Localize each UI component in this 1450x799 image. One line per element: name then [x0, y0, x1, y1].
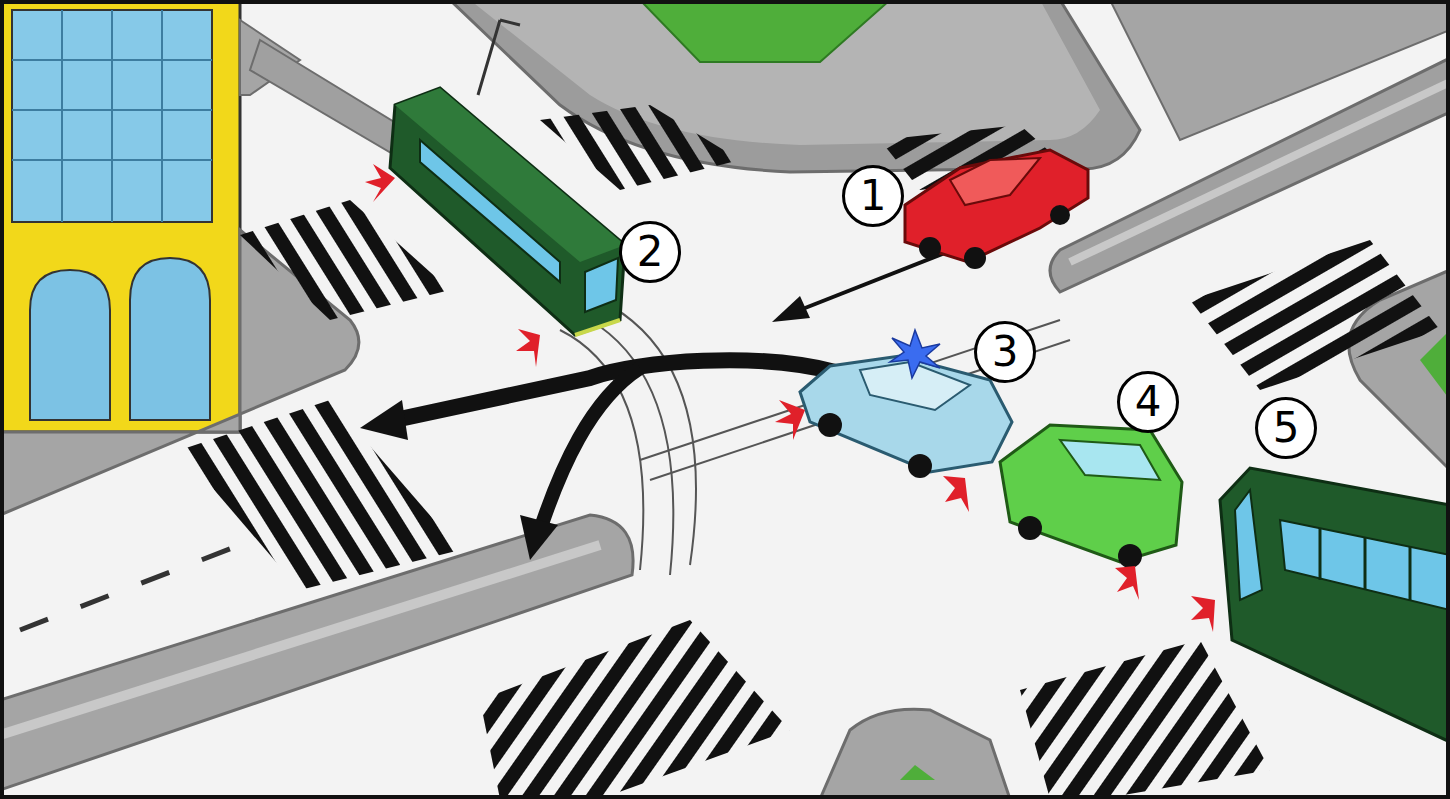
building-glass: [12, 10, 212, 222]
building-arch: [130, 258, 210, 420]
lawn: [640, 0, 890, 62]
median-strip: [1050, 58, 1450, 292]
lawn: [1420, 330, 1450, 400]
car: [905, 150, 1088, 269]
crosswalk: [540, 105, 740, 190]
lawn: [900, 765, 935, 780]
crosswalk: [1020, 640, 1270, 799]
car: [1000, 425, 1182, 568]
crosswalk: [240, 200, 450, 320]
callout-number: 3: [974, 321, 1036, 383]
crosswalk: [180, 400, 460, 590]
callout-number: 5: [1255, 397, 1317, 459]
callout-number: 1: [842, 165, 904, 227]
sidewalk: [820, 709, 1010, 799]
tram: [390, 20, 625, 335]
bus: [1220, 468, 1450, 742]
median-strip: [1070, 82, 1450, 262]
building-glass: [12, 10, 212, 222]
crosswalk: [480, 620, 790, 799]
lane-marking: [20, 545, 240, 630]
building: [0, 0, 240, 432]
crosswalk: [1190, 240, 1440, 390]
callout-number: 2: [619, 221, 681, 283]
building-arch: [30, 270, 110, 420]
tram-track: [560, 300, 1070, 575]
callout-number: 4: [1117, 371, 1179, 433]
turn-signal: [365, 164, 1215, 632]
